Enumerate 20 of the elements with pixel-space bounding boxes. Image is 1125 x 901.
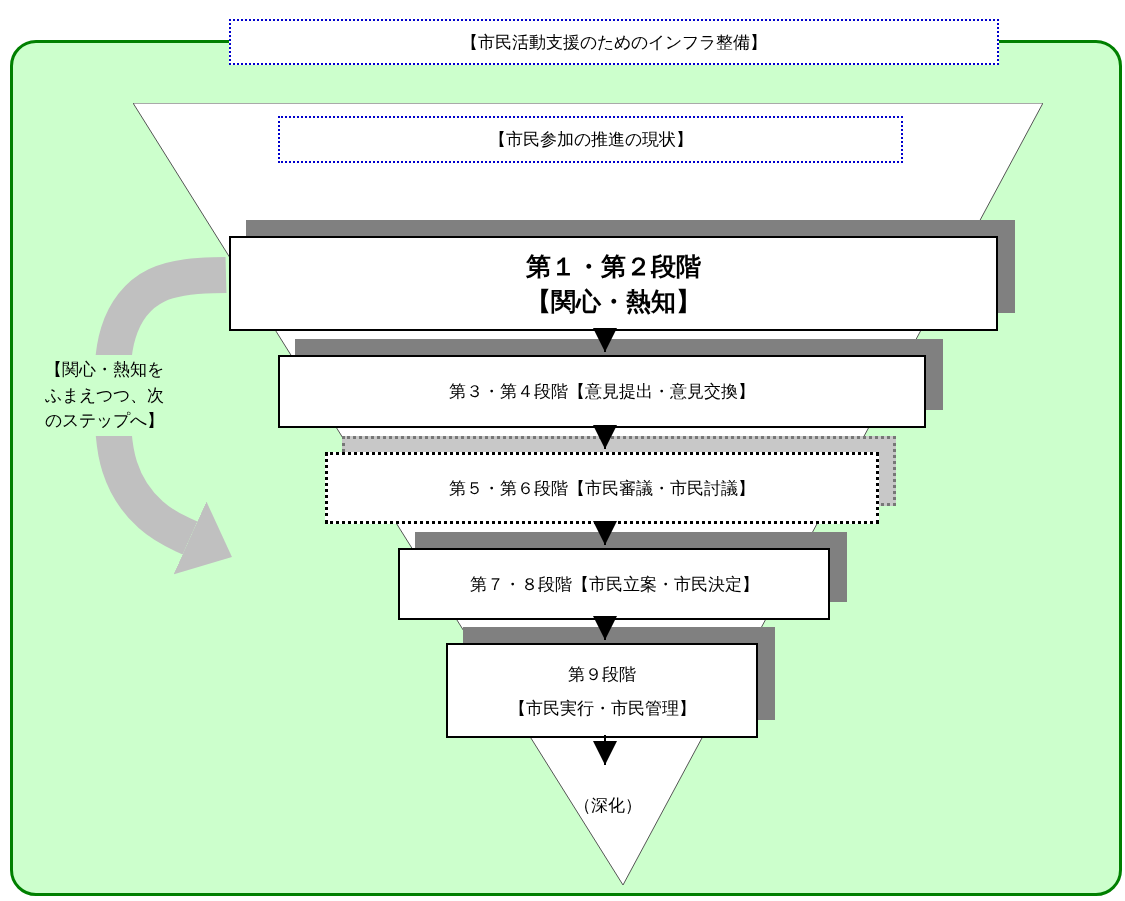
stage-text: 第７・８段階【市民立案・市民決定】: [468, 572, 760, 596]
arrow: [593, 520, 617, 546]
stage-box: [446, 643, 758, 738]
stage-box: [325, 452, 879, 524]
stage-text: 第９段階: [567, 662, 637, 686]
stage-text: 第１・第２段階: [525, 250, 702, 283]
arrow: [593, 327, 617, 353]
stage-box: [278, 355, 926, 428]
stage-text: 【関心・熱知】: [525, 285, 702, 318]
stage-text: （深化）: [573, 794, 643, 817]
stage-box: [229, 236, 998, 331]
arrow: [593, 734, 617, 766]
arrow: [593, 424, 617, 450]
heading-box: 【市民活動支援のためのインフラ整備】: [229, 19, 999, 65]
stage-text: 第５・第６段階【市民審議・市民討議】: [448, 476, 756, 500]
stage-text: 【市民実行・市民管理】: [507, 696, 697, 720]
arrow: [593, 616, 617, 641]
stage-box: [398, 548, 830, 620]
stage-text: 第３・第４段階【意見提出・意見交換】: [448, 380, 756, 403]
heading-box: 【市民参加の推進の現状】: [278, 116, 903, 163]
